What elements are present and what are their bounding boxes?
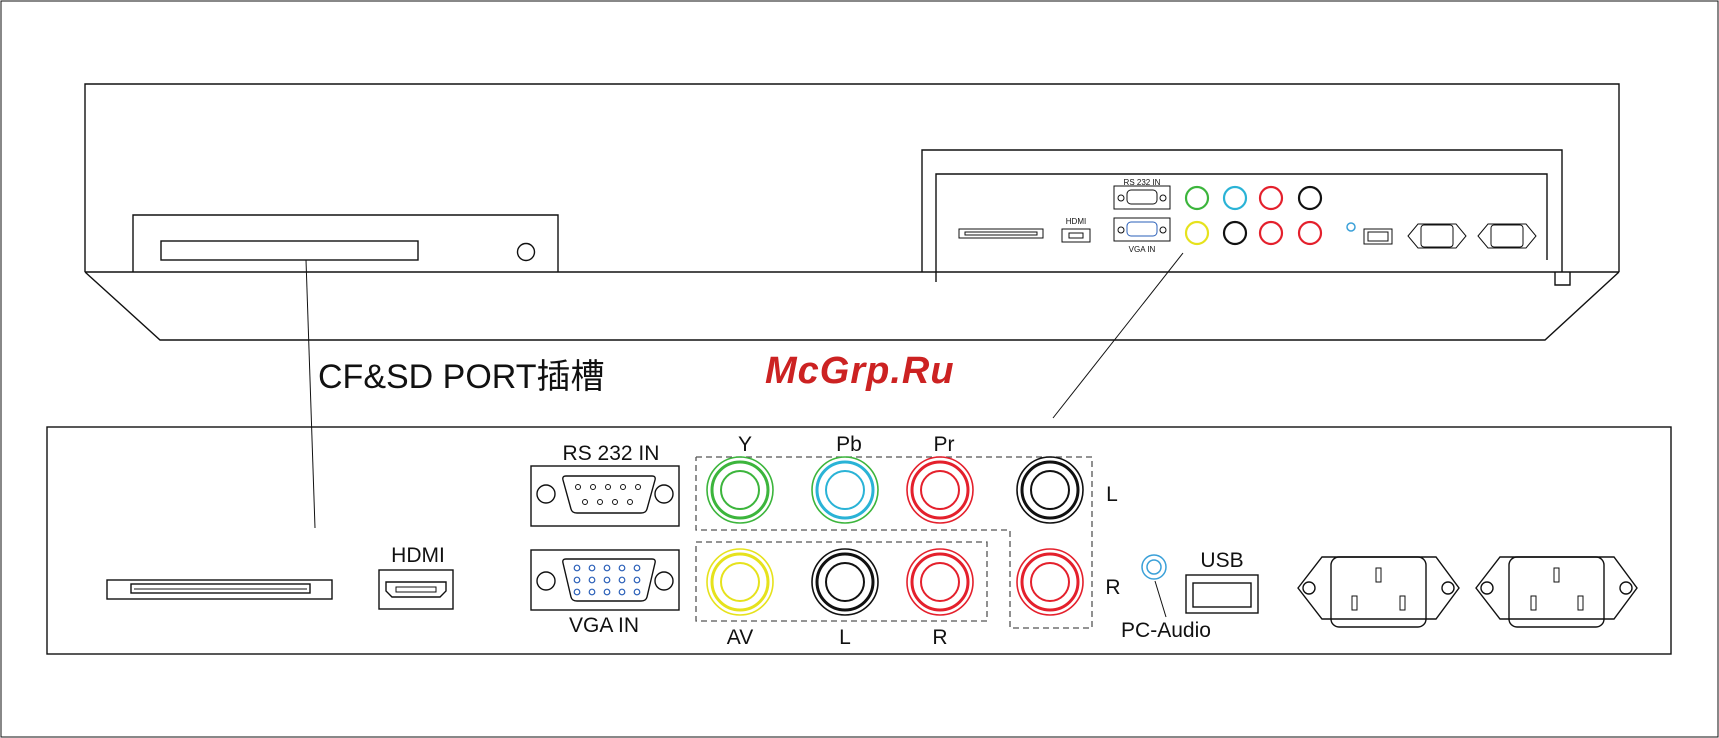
power-inlet-2 — [1476, 557, 1637, 627]
usb-port — [1186, 575, 1258, 613]
rca-audio-right-jack — [1017, 549, 1083, 615]
av-right-label: R — [932, 626, 947, 649]
av-label: AV — [727, 626, 753, 649]
callout-line-io — [1053, 253, 1183, 418]
pc-audio-jack — [1142, 555, 1166, 617]
callout-line-card — [306, 260, 315, 528]
rca-pr-jack — [907, 457, 973, 523]
y-label: Y — [738, 433, 752, 456]
hdmi-label: HDMI — [391, 544, 445, 567]
device-body — [85, 84, 1619, 340]
cf-sd-port-label: CF&SD PORT插槽 — [318, 358, 605, 396]
vga-port — [531, 550, 679, 610]
rca-av-left-jack — [812, 549, 878, 615]
mini-io-panel: HDMI RS 232 IN VGA IN — [922, 150, 1562, 282]
rs232-label: RS 232 IN — [563, 442, 660, 465]
mini-hdmi-label: HDMI — [1066, 217, 1086, 226]
usb-label: USB — [1200, 549, 1243, 572]
audio-right-label: R — [1105, 576, 1120, 599]
hdmi-port — [379, 570, 453, 609]
mini-vga-label: VGA IN — [1129, 245, 1156, 254]
io-panel-enlarged — [47, 427, 1671, 654]
rca-av-right-jack — [907, 549, 973, 615]
rca-y-jack — [707, 457, 773, 523]
watermark-text: McGrp.Ru — [765, 350, 955, 392]
rca-pb-jack — [812, 457, 878, 523]
slot-button — [518, 244, 535, 261]
vga-label: VGA IN — [569, 614, 639, 637]
pb-label: Pb — [836, 433, 862, 456]
power-inlet-1 — [1298, 557, 1459, 627]
audio-left-label: L — [1106, 483, 1118, 506]
pr-label: Pr — [934, 433, 955, 456]
card-slot-panel — [133, 215, 558, 272]
cf-sd-slot — [107, 580, 332, 599]
rca-av-jack — [707, 549, 773, 615]
rca-audio-left-jack — [1017, 457, 1083, 523]
pc-audio-label: PC-Audio — [1121, 619, 1211, 642]
card-slot — [161, 241, 418, 260]
av-left-label: L — [839, 626, 851, 649]
rs232-port — [531, 466, 679, 526]
